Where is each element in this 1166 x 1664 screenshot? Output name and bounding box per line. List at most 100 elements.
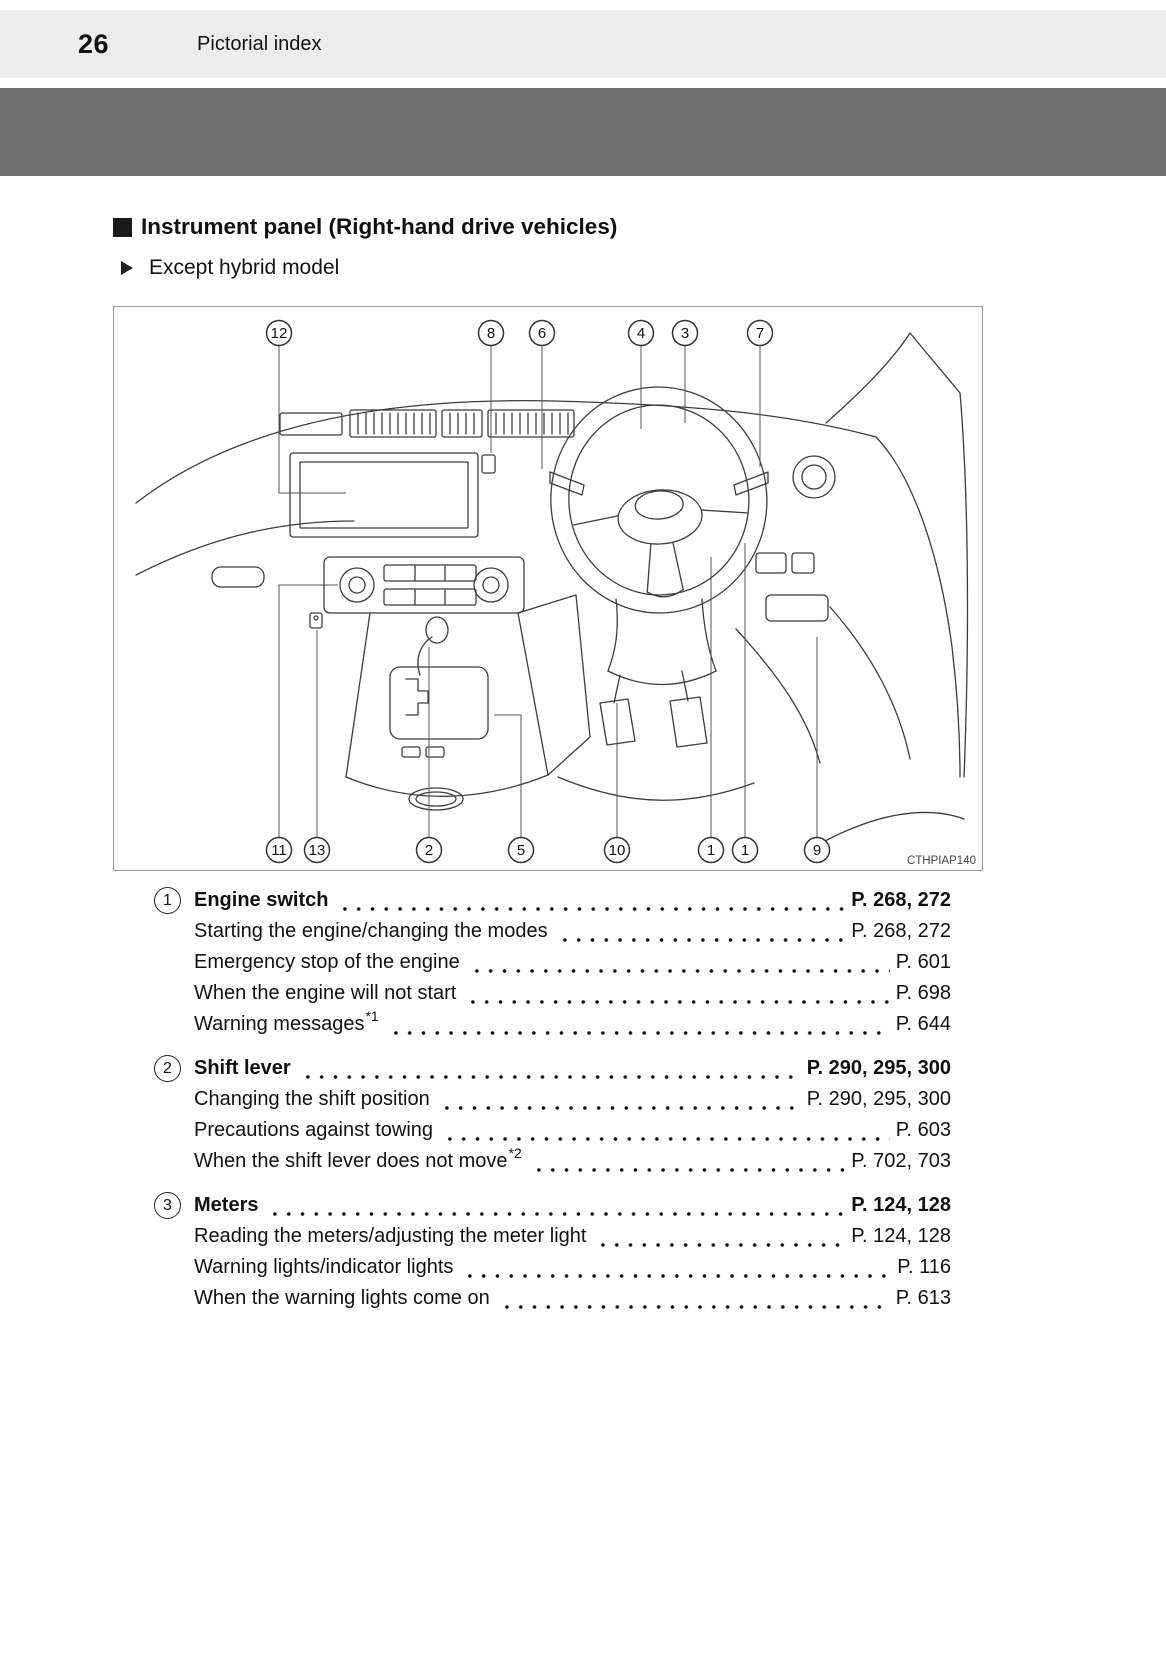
svg-text:1: 1 xyxy=(741,842,749,859)
pictorial-index-list: 1 Engine switch P. 268, 272 Starting the… xyxy=(154,885,951,1314)
section-heading: Instrument panel (Right-hand drive vehic… xyxy=(113,214,1166,240)
footnote-marker: *2 xyxy=(508,1145,522,1161)
entry-pages: P. 644 xyxy=(895,1013,951,1035)
svg-text:6: 6 xyxy=(538,325,546,342)
dot-leader xyxy=(499,1294,890,1314)
svg-text:12: 12 xyxy=(271,325,288,342)
callout-badges: 12 8 6 4 3 xyxy=(265,319,831,864)
index-subentry: Starting the engine/changing the modes P… xyxy=(154,916,951,947)
callout-badge-bottom-5: 10 xyxy=(603,836,631,864)
dashboard-figure: 12 8 6 4 3 xyxy=(135,319,969,864)
callout-badge-top-2: 8 xyxy=(477,319,505,347)
callout-badge-top-5: 3 xyxy=(671,319,699,347)
entry-title: Meters xyxy=(194,1194,259,1216)
callout-badge-top-6: 7 xyxy=(746,319,774,347)
callout-badge-bottom-1: 11 xyxy=(265,836,293,864)
entry-pages: P. 116 xyxy=(897,1256,951,1278)
svg-text:10: 10 xyxy=(609,842,626,859)
content: Instrument panel (Right-hand drive vehic… xyxy=(0,176,1166,1314)
entry-pages: P. 290, 295, 300 xyxy=(806,1057,951,1079)
callout-badge-bottom-7: 1 xyxy=(731,836,759,864)
callout-badge-bottom-4: 5 xyxy=(507,836,535,864)
dot-leader xyxy=(439,1095,801,1115)
dot-leader xyxy=(557,927,846,947)
entry-label: When the shift lever does not move xyxy=(194,1150,508,1172)
section-title: Instrument panel (Right-hand drive vehic… xyxy=(141,214,618,239)
footnote-marker: *1 xyxy=(365,1008,379,1024)
dot-leader xyxy=(596,1232,846,1252)
svg-text:11: 11 xyxy=(271,842,287,859)
entry-pages: P. 268, 272 xyxy=(851,889,951,911)
index-subentry: Warning messages *1 P. 644 xyxy=(154,1008,951,1040)
svg-text:8: 8 xyxy=(487,325,495,342)
entry-number: 3 xyxy=(154,1192,181,1219)
section-name: Pictorial index xyxy=(197,32,322,55)
callout-badge-bottom-8: 9 xyxy=(803,836,831,864)
svg-text:3: 3 xyxy=(681,325,689,342)
entry-label: Starting the engine/changing the modes xyxy=(194,920,548,942)
index-subentry: When the warning lights come on P. 613 xyxy=(154,1283,951,1314)
index-entry: 2 Shift lever P. 290, 295, 300 xyxy=(154,1053,951,1084)
entry-number: 2 xyxy=(154,1055,181,1082)
dot-leader xyxy=(338,896,846,916)
entry-pages: P. 268, 272 xyxy=(851,920,951,942)
entry-label: Changing the shift position xyxy=(194,1088,430,1110)
entry-pages: P. 702, 703 xyxy=(851,1150,951,1172)
svg-text:5: 5 xyxy=(517,842,525,859)
callout-badge-bottom-3: 2 xyxy=(415,836,443,864)
entry-pages: P. 124, 128 xyxy=(851,1225,951,1247)
callout-badge-top-4: 4 xyxy=(627,319,655,347)
index-entry: 3 Meters P. 124, 128 xyxy=(154,1190,951,1221)
entry-pages: P. 603 xyxy=(895,1119,951,1141)
callout-badge-bottom-2: 13 xyxy=(303,836,331,864)
dot-leader xyxy=(443,1126,890,1146)
entry-pages: P. 613 xyxy=(895,1287,951,1309)
entry-label: When the warning lights come on xyxy=(194,1287,490,1309)
index-subentry: Reading the meters/adjusting the meter l… xyxy=(154,1221,951,1252)
dot-leader xyxy=(463,1263,892,1283)
index-group-engine-switch: 1 Engine switch P. 268, 272 Starting the… xyxy=(154,885,951,1040)
index-subentry: Warning lights/indicator lights P. 116 xyxy=(154,1252,951,1283)
svg-text:4: 4 xyxy=(637,325,645,342)
svg-text:13: 13 xyxy=(309,842,326,859)
entry-pages: P. 124, 128 xyxy=(851,1194,951,1216)
svg-text:9: 9 xyxy=(813,842,821,859)
entry-label: When the engine will not start xyxy=(194,982,457,1004)
callout-badge-top-3: 6 xyxy=(528,319,556,347)
entry-pages: P. 290, 295, 300 xyxy=(806,1088,951,1110)
arrow-right-icon xyxy=(121,261,133,275)
subsection-title: Except hybrid model xyxy=(149,256,340,279)
svg-text:7: 7 xyxy=(756,325,764,342)
callout-badge-top-1: 12 xyxy=(265,319,293,347)
index-subentry: Precautions against towing P. 603 xyxy=(154,1115,951,1146)
page-number: 26 xyxy=(78,28,110,59)
subsection-heading: Except hybrid model xyxy=(121,256,1166,280)
entry-pages: P. 698 xyxy=(895,982,951,1004)
entry-number: 1 xyxy=(154,887,181,914)
figure-code: CTHPIAP140 xyxy=(906,855,976,867)
dashboard-line-art xyxy=(135,332,969,848)
svg-text:2: 2 xyxy=(425,842,433,859)
dot-leader xyxy=(388,1020,890,1040)
dot-leader xyxy=(531,1157,846,1177)
page-header: 26 Pictorial index xyxy=(0,10,1166,78)
index-subentry: Emergency stop of the engine P. 601 xyxy=(154,947,951,978)
manual-page: 26 Pictorial index Instrument panel (Rig… xyxy=(0,10,1166,1314)
index-group-meters: 3 Meters P. 124, 128 Reading the meters/… xyxy=(154,1190,951,1314)
index-group-shift-lever: 2 Shift lever P. 290, 295, 300 Changing … xyxy=(154,1053,951,1177)
chapter-band xyxy=(0,88,1166,176)
entry-label: Reading the meters/adjusting the meter l… xyxy=(194,1225,587,1247)
section-square-icon xyxy=(113,217,132,237)
dashboard-diagram: 12 8 6 4 3 xyxy=(113,306,983,871)
entry-label: Warning messages xyxy=(194,1013,365,1035)
dot-leader xyxy=(466,989,890,1009)
entry-label: Emergency stop of the engine xyxy=(194,951,460,973)
index-subentry: When the engine will not start P. 698 xyxy=(154,978,951,1009)
entry-pages: P. 601 xyxy=(895,951,951,973)
svg-text:1: 1 xyxy=(707,842,715,859)
index-subentry: When the shift lever does not move *2 P.… xyxy=(154,1145,951,1177)
callout-leader-lines xyxy=(278,346,818,837)
entry-label: Precautions against towing xyxy=(194,1119,434,1141)
callout-badge-bottom-6: 1 xyxy=(697,836,725,864)
entry-title: Engine switch xyxy=(194,889,329,911)
